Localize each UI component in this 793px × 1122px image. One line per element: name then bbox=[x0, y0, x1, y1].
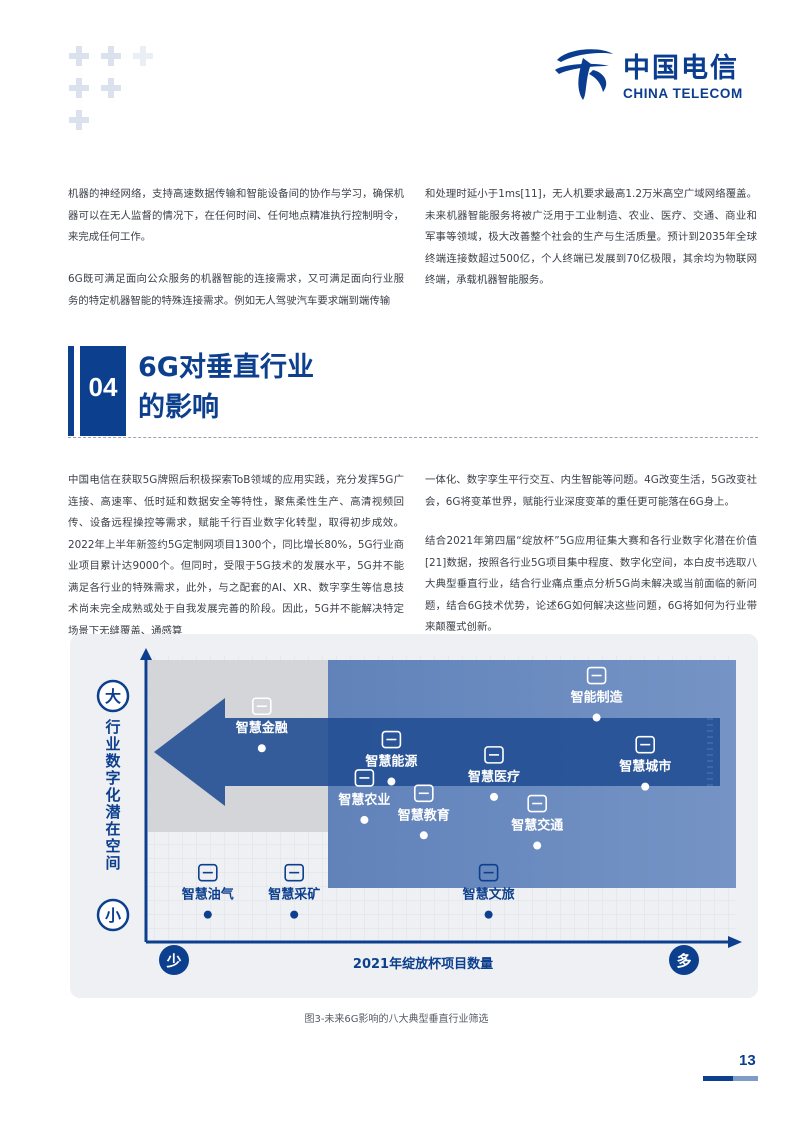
y-low-marker bbox=[96, 898, 130, 932]
data-point-road: 智慧交通 bbox=[511, 794, 563, 850]
data-point-dot bbox=[257, 744, 266, 753]
logo-cn-text: 中国电信 bbox=[623, 53, 739, 84]
data-point-label: 智慧能源 bbox=[365, 754, 417, 770]
trend-arrow bbox=[154, 698, 720, 806]
data-point-label: 智慧油气 bbox=[182, 887, 234, 903]
x-high-marker bbox=[669, 945, 699, 975]
body-right-paragraph-1: 一体化、数字孪生平行交互、内生智能等问题。4G改变生活，5G改变社会，6G将变革… bbox=[425, 474, 757, 508]
logo-en-text: CHINA TELECOM bbox=[623, 86, 743, 101]
y-low-label: 小 bbox=[105, 906, 121, 925]
thermometer-icon bbox=[484, 746, 504, 764]
footer-bar-light bbox=[733, 1076, 758, 1081]
data-point-dot bbox=[360, 815, 369, 824]
section-divider bbox=[68, 437, 758, 438]
data-point-label: 智慧金融 bbox=[236, 720, 288, 736]
body-right-paragraph-2: 结合2021年第四届“绽放杯”5G应用征集大赛和各行业数字化潜在价值[21]数据… bbox=[425, 535, 757, 633]
intro-right-paragraph: 和处理时延小于1ms[11]，无人机要求最高1.2万米高空广域网络覆盖。未来机器… bbox=[425, 188, 757, 286]
section-number: 04 bbox=[88, 372, 118, 402]
decor-plus bbox=[69, 110, 89, 130]
x-axis-title: 2021年绽放杯项目数量 bbox=[353, 956, 493, 972]
figure-caption: 图3-未来6G影响的八大典型垂直行业筛选 bbox=[304, 1014, 489, 1025]
data-point-dot bbox=[290, 910, 299, 919]
data-point-leaf: 智慧农业 bbox=[338, 769, 390, 824]
x-high-label: 多 bbox=[676, 952, 691, 970]
data-point-dot bbox=[641, 782, 650, 791]
data-point-gear-wrench: 智能制造 bbox=[571, 666, 624, 722]
decor-plus bbox=[101, 46, 121, 66]
intro-left-paragraph-2: 6G既可满足面向公众服务的机器智能的连接需求，又可满足面向行业服务的特定机器智能… bbox=[68, 273, 404, 307]
city-icon bbox=[635, 735, 656, 754]
y-high-label: 大 bbox=[105, 687, 121, 706]
leaf-icon bbox=[354, 769, 375, 787]
data-point-excavator: 智慧采矿 bbox=[268, 863, 320, 919]
data-point-thermometer: 智慧医疗 bbox=[468, 746, 520, 801]
data-point-label: 智慧采矿 bbox=[268, 887, 320, 903]
data-point-label: 智慧交通 bbox=[511, 818, 563, 834]
x-axis-arrowhead bbox=[728, 936, 742, 948]
data-point-city: 智慧城市 bbox=[619, 735, 671, 791]
data-point-dot bbox=[387, 777, 396, 786]
data-point-dot bbox=[592, 713, 601, 722]
x-low-marker bbox=[159, 945, 189, 975]
section-accent-bar bbox=[68, 346, 74, 436]
decor-plus bbox=[69, 46, 89, 66]
decor-plus bbox=[101, 78, 121, 98]
footer-bar-dark bbox=[703, 1076, 733, 1081]
telecom-logo-icon bbox=[555, 49, 613, 100]
y-axis-title: 行业数字化潜在空间 bbox=[104, 718, 121, 872]
battery-icon bbox=[381, 730, 402, 749]
map-icon bbox=[478, 863, 499, 882]
vertical-industry-chart: 大 小 少 多 行业数字化潜在空间 2021年绽放杯项目数量 智慧金融 智能制造智… bbox=[96, 648, 742, 975]
y-high-marker bbox=[96, 679, 130, 713]
data-point-dot bbox=[419, 831, 428, 840]
data-point-label: 智能制造 bbox=[571, 690, 624, 706]
data-point-dot bbox=[533, 841, 542, 850]
data-point-label: 智慧教育 bbox=[398, 807, 450, 823]
section-number-box: 04 bbox=[80, 346, 126, 436]
china-telecom-logo: 中国电信 CHINA TELECOM bbox=[553, 42, 758, 106]
x-low-label: 少 bbox=[165, 952, 181, 970]
excavator-icon bbox=[284, 863, 304, 882]
intro-left-paragraph-1: 机器的神经网络，支持高速数据传输和智能设备间的协作与学习，确保机器可以在无人监督… bbox=[68, 188, 404, 243]
section-title-line1: 6G对垂直行业 bbox=[138, 352, 314, 383]
figure-panel: 大 小 少 多 行业数字化潜在空间 2021年绽放杯项目数量 智慧金融 智能制造智… bbox=[70, 634, 758, 998]
data-point-bar-chart: 智慧金融 bbox=[236, 697, 288, 753]
board-icon bbox=[413, 784, 434, 803]
bar-chart-icon bbox=[252, 697, 272, 716]
page-number: 13 bbox=[739, 1052, 756, 1069]
data-point-label: 智慧医疗 bbox=[468, 769, 520, 785]
decor-plus bbox=[133, 46, 153, 66]
body-left-paragraph: 中国电信在获取5G牌照后积极探索ToB领域的应用实践，充分发挥5G广连接、高速率… bbox=[68, 474, 404, 637]
data-point-dot bbox=[203, 910, 212, 919]
data-point-map: 智慧文旅 bbox=[463, 863, 515, 919]
data-point-label: 智慧文旅 bbox=[463, 887, 515, 903]
barrel-icon bbox=[198, 863, 218, 882]
data-point-dot bbox=[490, 792, 498, 801]
data-point-label: 智慧城市 bbox=[619, 759, 671, 775]
data-point-barrel: 智慧油气 bbox=[182, 863, 234, 919]
data-point-dot bbox=[484, 910, 493, 919]
data-point-battery: 智慧能源 bbox=[365, 730, 417, 786]
gear-wrench-icon bbox=[586, 666, 607, 685]
road-icon bbox=[527, 794, 548, 813]
y-axis-arrowhead bbox=[140, 648, 152, 660]
section-title-line2: 的影响 bbox=[138, 392, 219, 423]
data-point-label: 智慧农业 bbox=[338, 792, 390, 808]
decor-plus bbox=[69, 78, 89, 98]
data-point-board: 智慧教育 bbox=[398, 784, 450, 840]
